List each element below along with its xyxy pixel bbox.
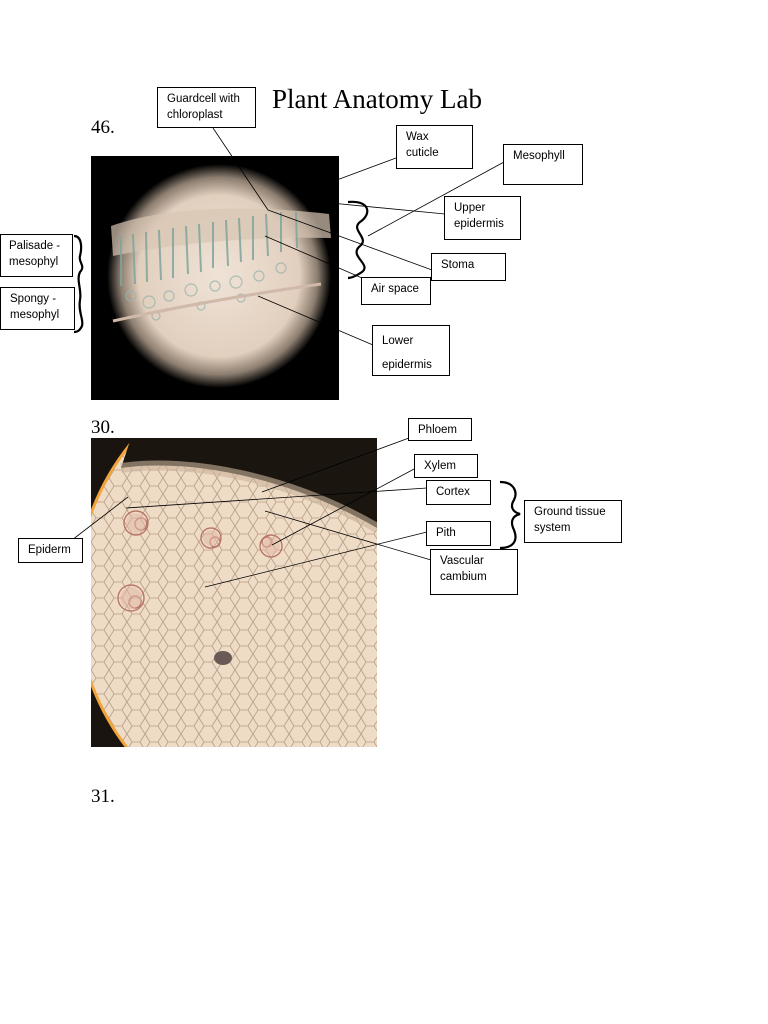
question-number-30: 30. — [91, 417, 115, 438]
label-phloem: Phloem — [408, 418, 472, 441]
label-stoma: Stoma — [431, 253, 506, 281]
label-upper-epidermis: Upper epidermis — [444, 196, 521, 240]
label-mesophyll: Mesophyll — [503, 144, 583, 185]
label-air-space: Air space — [361, 277, 431, 305]
question-number-46: 46. — [91, 117, 115, 138]
label-wax-cuticle: Wax cuticle — [396, 125, 473, 169]
label-cortex: Cortex — [426, 480, 491, 505]
label-xylem: Xylem — [414, 454, 478, 478]
ground-tissue-brace — [499, 480, 521, 550]
label-spongy-mesophyl: Spongy - mesophyl — [0, 287, 75, 330]
label-ground-tissue-system: Ground tissue system — [524, 500, 622, 543]
label-vascular-cambium: Vascular cambium — [430, 549, 518, 595]
stem-micrograph-image — [91, 438, 377, 747]
question-number-31: 31. — [91, 786, 115, 807]
label-lower-epidermis: Lower epidermis — [372, 325, 450, 376]
leaf-micrograph-image — [91, 156, 339, 400]
label-guardcell: Guardcell with chloroplast — [157, 87, 256, 128]
label-pith: Pith — [426, 521, 491, 546]
upper-brace — [347, 200, 369, 280]
label-epiderm: Epiderm — [18, 538, 83, 563]
page-title: Plant Anatomy Lab — [272, 84, 482, 114]
label-palisade-mesophyl: Palisade - mesophyl — [0, 234, 73, 277]
mesophyll-brace — [73, 234, 84, 334]
